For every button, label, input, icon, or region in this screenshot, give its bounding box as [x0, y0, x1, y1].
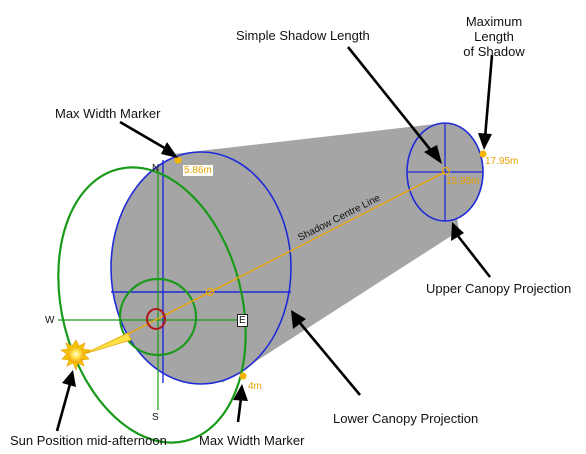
- max-width-marker-bottom: [239, 372, 247, 380]
- value-width-top: 5.86m: [183, 165, 213, 176]
- compass-east-label: E: [237, 314, 248, 327]
- centre-line-endpoint: [441, 166, 451, 176]
- label-upper-canopy: Upper Canopy Projection: [426, 281, 572, 296]
- arrow-max-width-top: [119, 120, 169, 152]
- value-simple-length: 15.95m: [446, 176, 480, 187]
- arrow-lower-canopy: [299, 322, 361, 396]
- label-max-width-bottom: Max Width Marker: [199, 433, 305, 448]
- value-max-length: 17.95m: [485, 156, 519, 167]
- value-width-bottom: 4m: [248, 381, 262, 392]
- label-lower-canopy: Lower Canopy Projection: [333, 411, 479, 426]
- arrow-max-length: [483, 54, 494, 139]
- compass-south-label: S: [152, 412, 159, 423]
- arrow-upper-canopy: [456, 235, 492, 278]
- compass-north-label: N: [152, 163, 160, 174]
- tree-trunk: [146, 308, 166, 330]
- max-width-marker-top: [174, 156, 182, 164]
- label-simple-length: Simple Shadow Length: [236, 28, 370, 43]
- compass-west-label: W: [45, 315, 55, 326]
- arrow-max-width-bottom: [236, 397, 243, 423]
- label-sun-position: Sun Position mid-afternoon: [10, 433, 167, 448]
- sun-beam: [83, 332, 132, 355]
- centre-line-midpoint: [205, 287, 215, 297]
- arrow-simple-length: [346, 46, 435, 154]
- shadow-centre-line: [125, 171, 446, 336]
- sun-icon: [60, 339, 91, 371]
- sun-path-orbit: [57, 166, 247, 444]
- arrow-sun-position: [55, 383, 72, 432]
- label-max-width-top: Max Width Marker: [55, 106, 161, 121]
- max-length-marker: [479, 150, 487, 158]
